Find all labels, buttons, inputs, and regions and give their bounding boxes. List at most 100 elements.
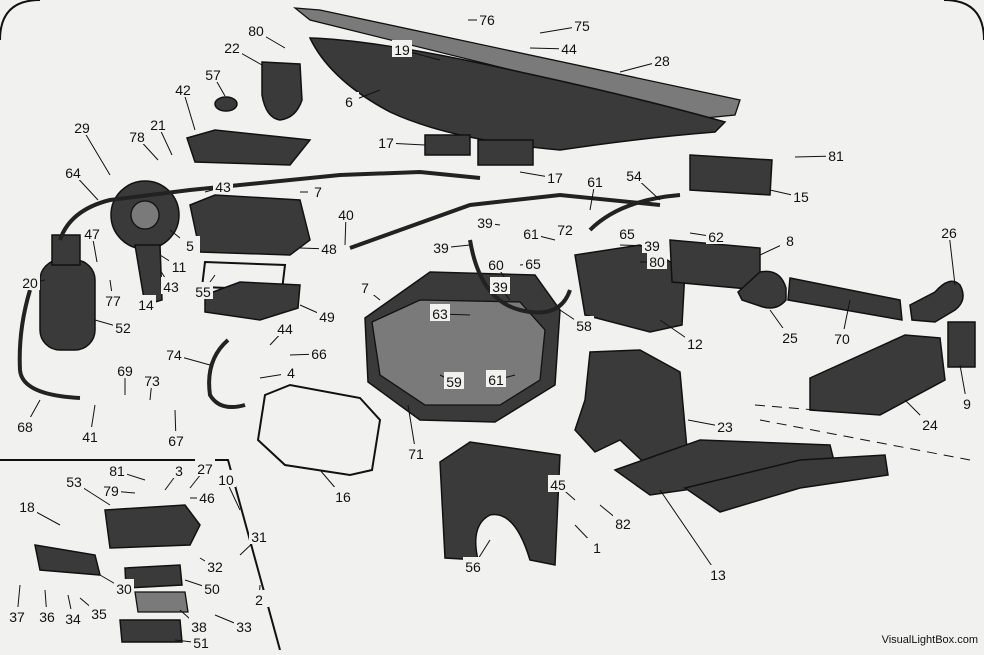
callout-63: 63 (432, 306, 448, 322)
callout-80: 80 (248, 23, 264, 39)
callout-bg (708, 565, 728, 582)
callout-bg (222, 38, 242, 55)
callout-bg (642, 236, 662, 253)
callout-bg (197, 488, 217, 505)
callout-bg (148, 115, 168, 132)
callout-22: 22 (224, 40, 240, 56)
part-15-switch (689, 154, 773, 196)
callout-bg (585, 172, 605, 189)
callout-bg (142, 371, 162, 388)
callout-bg (249, 527, 269, 544)
callout-65: 65 (525, 256, 541, 272)
callout-58: 58 (576, 318, 592, 334)
callout-24: 24 (922, 417, 938, 433)
callout-bg (475, 213, 495, 230)
part-42-plate (186, 129, 312, 166)
part-26-elbow (909, 280, 964, 323)
callout-79: 79 (103, 483, 119, 499)
part-30-plate (34, 544, 101, 576)
callout-bg (523, 254, 543, 271)
callout-49: 49 (319, 309, 335, 325)
callout-1: 1 (593, 540, 601, 556)
callout-70: 70 (834, 331, 850, 347)
callout-bg (7, 607, 27, 624)
callout-bg (572, 16, 592, 33)
callout-76: 76 (479, 12, 495, 28)
callout-60: 60 (488, 257, 504, 273)
callout-bg (115, 361, 135, 378)
callout-bg (189, 617, 209, 634)
leader-line (948, 232, 956, 286)
callout-67: 67 (168, 433, 184, 449)
callout-47: 47 (84, 226, 100, 242)
callout-bg (216, 470, 236, 487)
callout-bg (355, 278, 375, 295)
callout-bg (574, 316, 594, 333)
callout-11: 11 (172, 259, 187, 275)
callout-bg (101, 481, 121, 498)
callout-5: 5 (186, 238, 194, 254)
callout-35: 35 (91, 606, 107, 622)
callout-7: 7 (314, 184, 322, 200)
callout-bg (521, 224, 541, 241)
callout-14: 14 (138, 297, 154, 313)
callout-bg (37, 607, 57, 624)
callout-bg (486, 255, 506, 272)
callout-bg (376, 133, 396, 150)
callout-52: 52 (115, 320, 131, 336)
callout-bg (791, 187, 811, 204)
callout-73: 73 (144, 373, 160, 389)
callout-bg (548, 475, 568, 492)
hose-68 (17, 289, 81, 400)
watermark: VisualLightBox.com (882, 634, 978, 646)
callout-69: 69 (117, 363, 133, 379)
callout-bg (173, 80, 193, 97)
part-52-canister (39, 259, 96, 351)
callout-82: 82 (615, 516, 631, 532)
callout-bg (191, 633, 211, 650)
callout-62: 62 (708, 229, 724, 245)
callout-56: 56 (465, 559, 481, 575)
callout-38: 38 (191, 619, 207, 635)
callout-43: 43 (215, 179, 231, 195)
callout-bg (406, 444, 426, 461)
callout-bg (17, 497, 37, 514)
callout-bg (647, 252, 667, 269)
callout-54: 54 (626, 168, 642, 184)
callout-17: 17 (547, 170, 563, 186)
hose-66 (207, 338, 246, 409)
part-13-duct-b (683, 454, 889, 513)
callout-61: 61 (587, 174, 603, 190)
callout-bg (205, 557, 225, 574)
callout-39: 39 (492, 279, 508, 295)
callout-72: 72 (557, 222, 573, 238)
part-49-tray (204, 281, 301, 321)
callout-10: 10 (218, 472, 234, 488)
callout-bg (193, 282, 213, 299)
callout-7: 7 (361, 280, 369, 296)
callout-bg (82, 224, 102, 241)
callout-19: 19 (394, 42, 410, 58)
callout-51: 51 (193, 635, 209, 650)
callout-45: 45 (550, 477, 566, 493)
hose-64 (58, 169, 481, 241)
part-24-duct (809, 334, 946, 416)
part-22-cup (261, 61, 303, 121)
part-17-outlet-left (424, 134, 471, 156)
alignment-line (754, 404, 841, 413)
callout-25: 25 (782, 330, 798, 346)
callout-bg (715, 417, 735, 434)
callout-bg (339, 92, 359, 109)
part-16-gasket (256, 383, 382, 477)
callout-2: 2 (255, 592, 263, 608)
callout-77: 77 (105, 293, 121, 309)
callout-53: 53 (66, 474, 82, 490)
leader-line (659, 489, 719, 576)
part-51-bracket (119, 619, 183, 643)
callout-32: 32 (207, 559, 223, 575)
callout-bg (213, 177, 233, 194)
callout-33: 33 (236, 619, 252, 635)
callout-bg (939, 223, 959, 240)
callout-50: 50 (204, 581, 220, 597)
